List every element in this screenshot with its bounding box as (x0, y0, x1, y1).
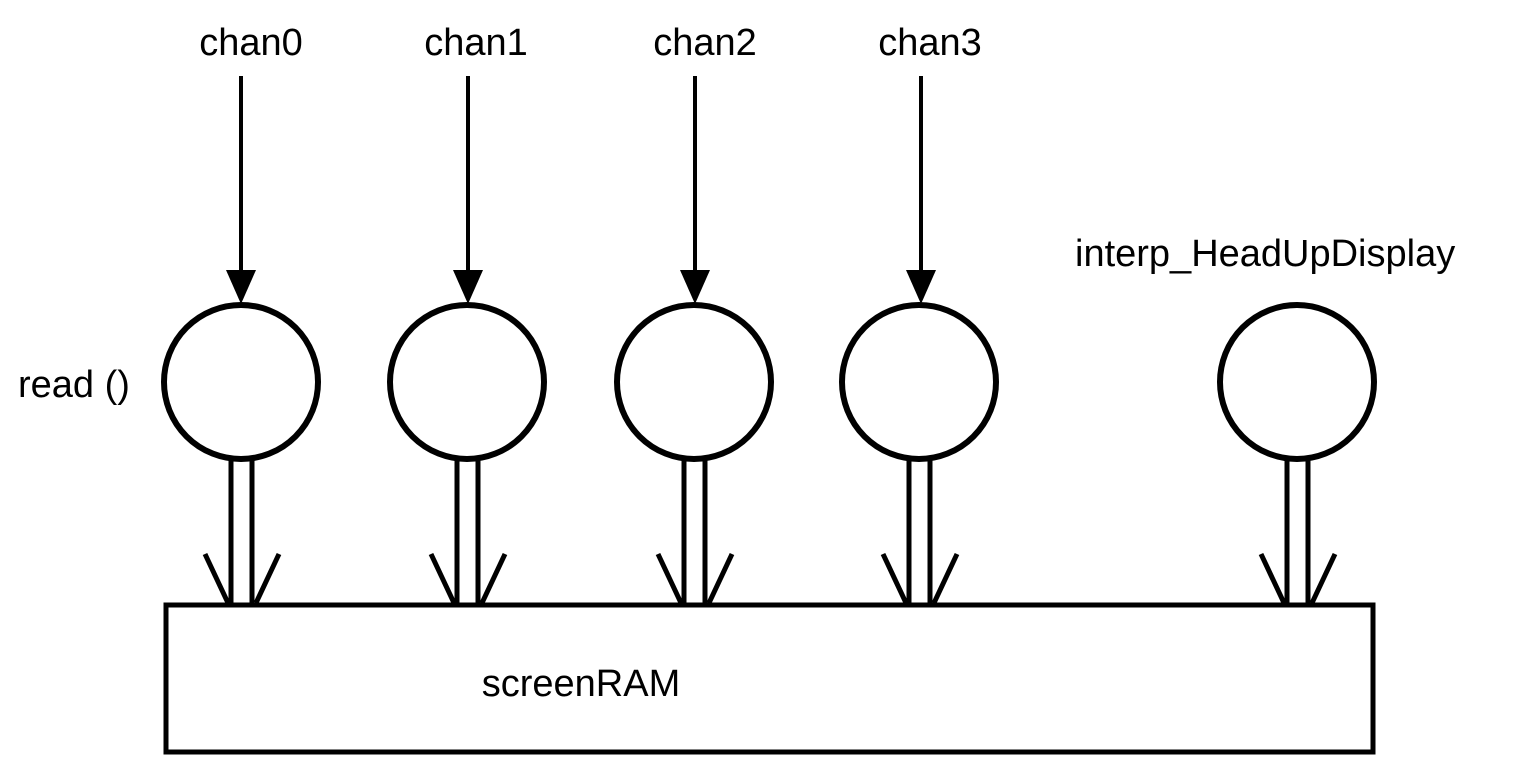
write-arrow-1 (428, 458, 508, 605)
process-circle-0 (161, 302, 321, 462)
channel-label-3: chan3 (878, 22, 982, 64)
interpreter-label: interp_HeadUpDisplay (1075, 233, 1455, 275)
process-label: read () (18, 364, 130, 406)
process-circle-2 (614, 302, 774, 462)
process-circle-3 (839, 302, 999, 462)
screenram-box (163, 602, 1376, 755)
channel-arrow-1 (453, 76, 483, 304)
write-arrow-interpreter (1258, 458, 1338, 605)
write-arrow-0 (202, 458, 282, 605)
interpreter-circle (1217, 302, 1377, 462)
channel-label-0: chan0 (199, 22, 303, 64)
process-circle-1 (387, 302, 547, 462)
screenram-label: screenRAM (482, 663, 681, 705)
write-arrow-3 (880, 458, 960, 605)
channel-arrow-0 (226, 76, 256, 304)
channel-arrow-2 (680, 76, 710, 304)
channel-label-2: chan2 (653, 22, 757, 64)
channel-arrow-3 (906, 76, 936, 304)
write-arrow-2 (655, 458, 735, 605)
channel-label-1: chan1 (424, 22, 528, 64)
